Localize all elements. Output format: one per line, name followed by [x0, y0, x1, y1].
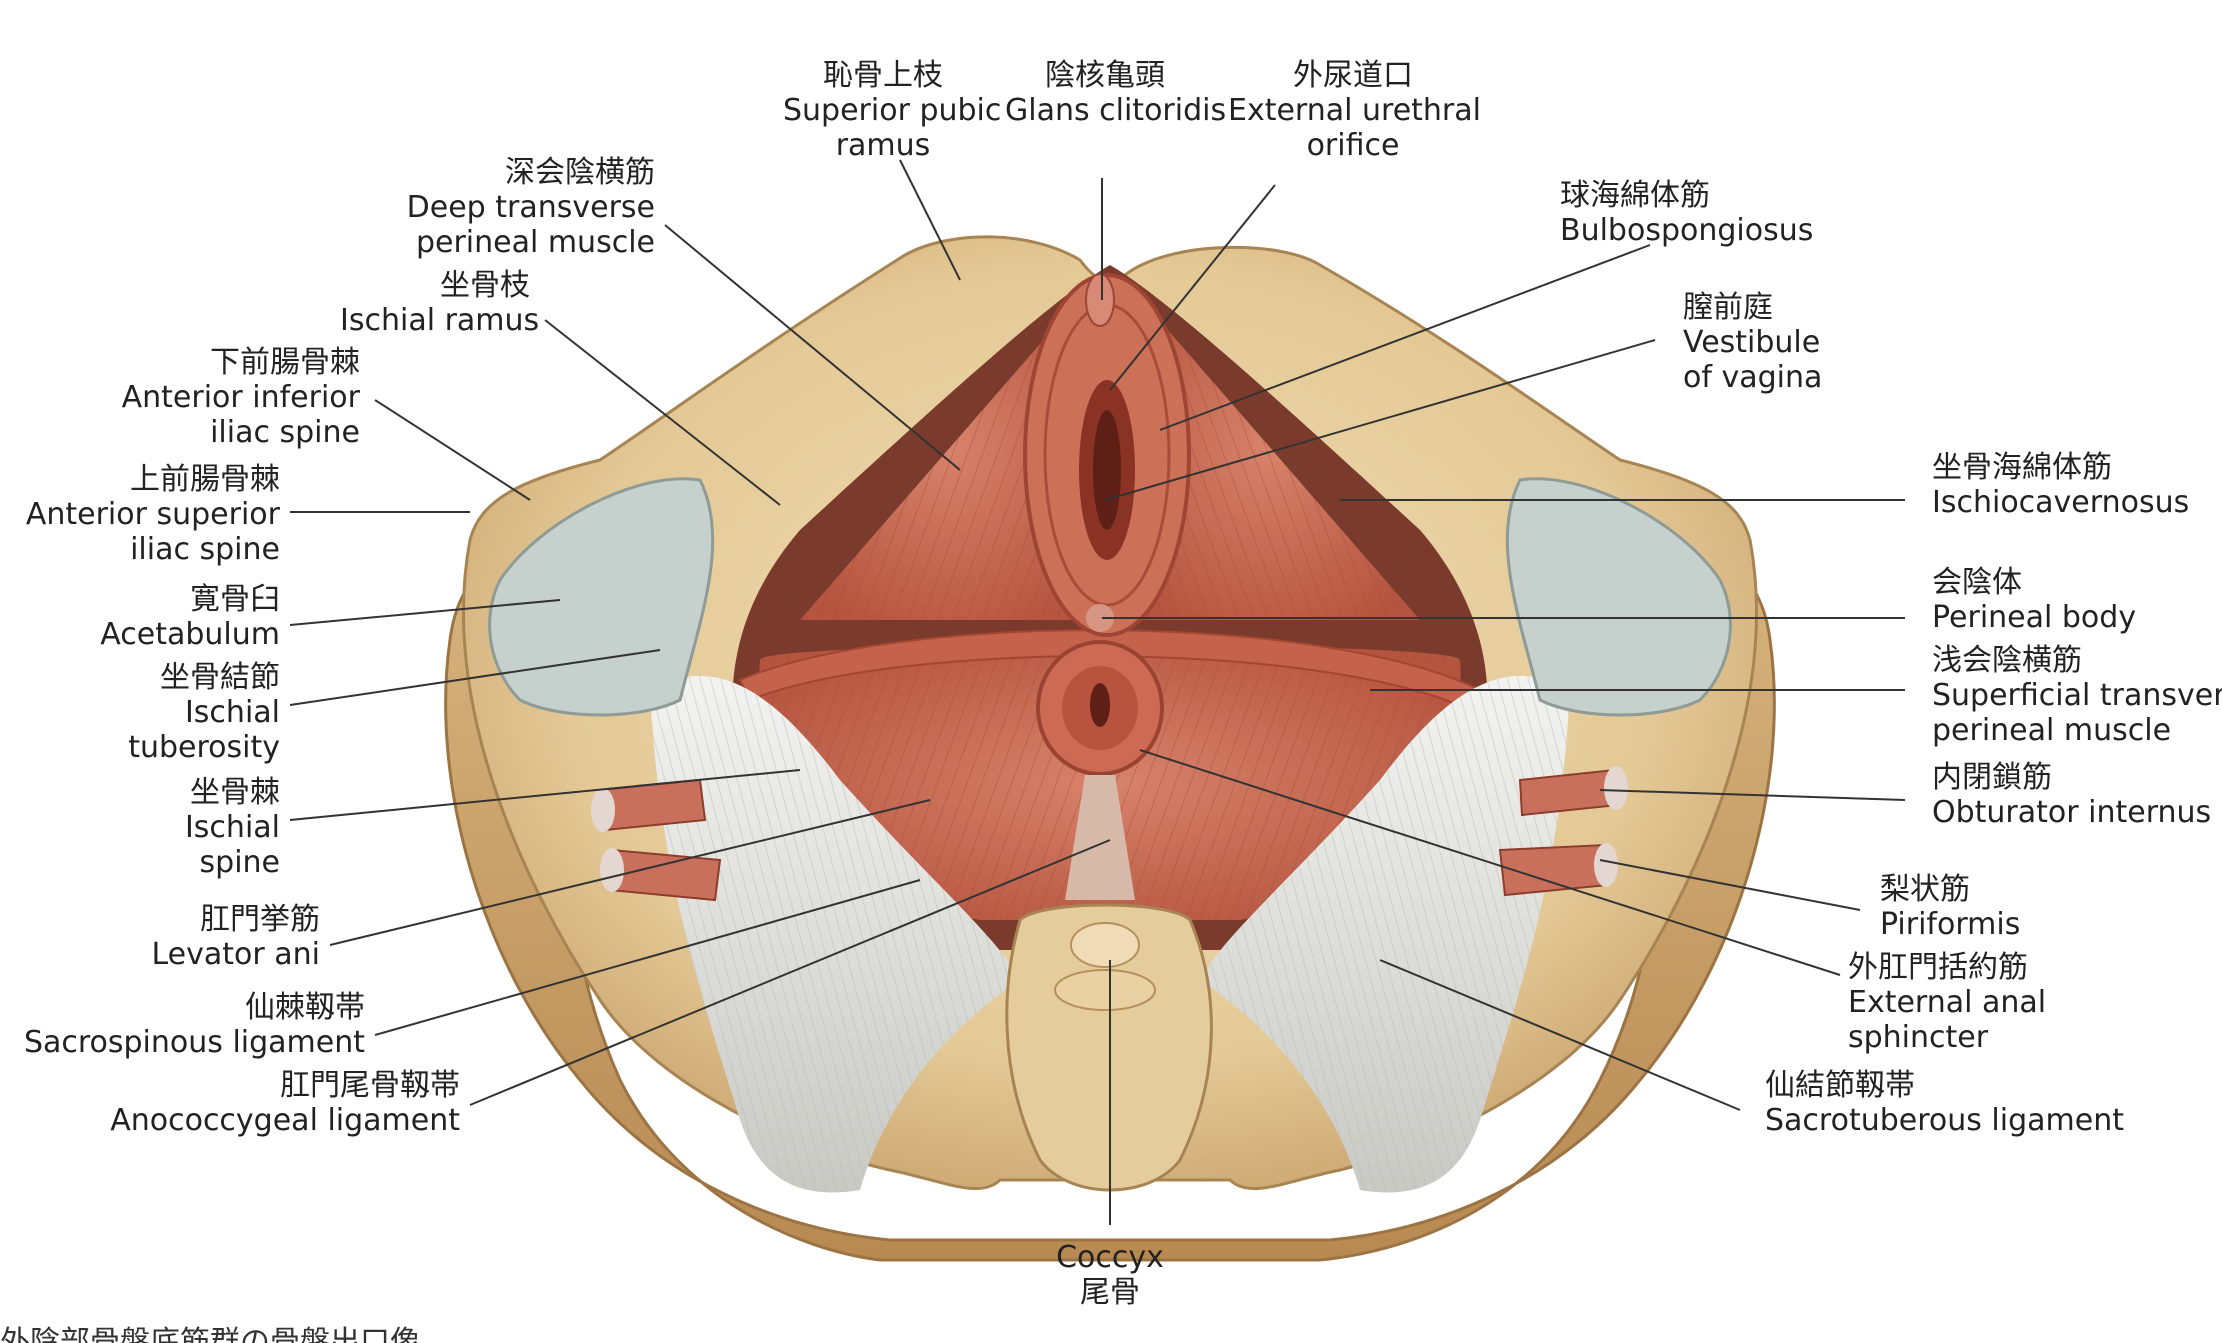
- label-piriformis: 梨状筋 Piriformis: [1880, 872, 2021, 942]
- glans-clitoridis-shape: [1085, 273, 1115, 327]
- label-bulbospongiosus: 球海綿体筋 Bulbospongiosus: [1560, 178, 1814, 248]
- label-coccyx: Coccyx 尾骨: [1056, 1240, 1164, 1310]
- label-sacrotuberous-ligament: 仙結節靱帯 Sacrotuberous ligament: [1765, 1068, 2124, 1138]
- label-anococcygeal-ligament: 肛門尾骨靱帯 Anococcygeal ligament: [110, 1068, 460, 1138]
- anococcygeal-shape: [1065, 775, 1135, 900]
- leader-lines: [289, 159, 1906, 1225]
- label-glans-clitoridis: 陰核亀頭 Glans clitoridis: [1005, 58, 1227, 128]
- label-deep-transverse-perineal: 深会陰横筋 Deep transverse perineal muscle: [406, 155, 655, 260]
- label-vestibule-of-vagina: 膣前庭 Vestibule of vagina: [1683, 290, 1823, 395]
- label-sacrospinous-ligament: 仙棘靱帯 Sacrospinous ligament: [23, 990, 365, 1060]
- label-acetabulum: 寛骨臼 Acetabulum: [100, 582, 280, 652]
- label-superficial-transverse-perineal: 浅会陰横筋 Superficial transverse perineal mu…: [1932, 643, 2222, 748]
- piriformis-stub-left: [608, 848, 722, 902]
- label-external-anal-sphincter: 外肛門括約筋 External anal sphincter: [1848, 950, 2047, 1055]
- label-superior-pubic-ramus: 恥骨上枝 Superior pubic ramus: [783, 58, 1002, 163]
- label-anterior-inferior-iliac-spine: 下前腸骨棘 Anterior inferior iliac spine: [121, 345, 360, 450]
- label-ischial-ramus: 坐骨枝 Ischial ramus: [340, 268, 540, 338]
- label-levator-ani: 肛門挙筋 Levator ani: [151, 902, 320, 972]
- perineal-body-shape: [1086, 604, 1114, 632]
- label-anterior-superior-iliac-spine: 上前腸骨棘 Anterior superior iliac spine: [25, 462, 280, 567]
- label-obturator-internus: 内閉鎖筋 Obturator internus: [1932, 760, 2212, 830]
- acetabulum-left: [488, 477, 715, 717]
- label-external-urethral-orifice: 外尿道口 External urethral orifice: [1228, 58, 1481, 163]
- footer-caption: 外陰部骨盤底筋群の骨盤出口像: [0, 1325, 420, 1343]
- acetabulum-right: [1505, 477, 1732, 717]
- label-ischiocavernosus: 坐骨海綿体筋 Ischiocavernosus: [1932, 450, 2190, 520]
- label-ischial-tuberosity: 坐骨結節 Ischial tuberosity: [128, 660, 280, 765]
- label-perineal-body: 会陰体 Perineal body: [1932, 565, 2137, 635]
- label-ischial-spine: 坐骨棘 Ischial spine: [184, 775, 280, 880]
